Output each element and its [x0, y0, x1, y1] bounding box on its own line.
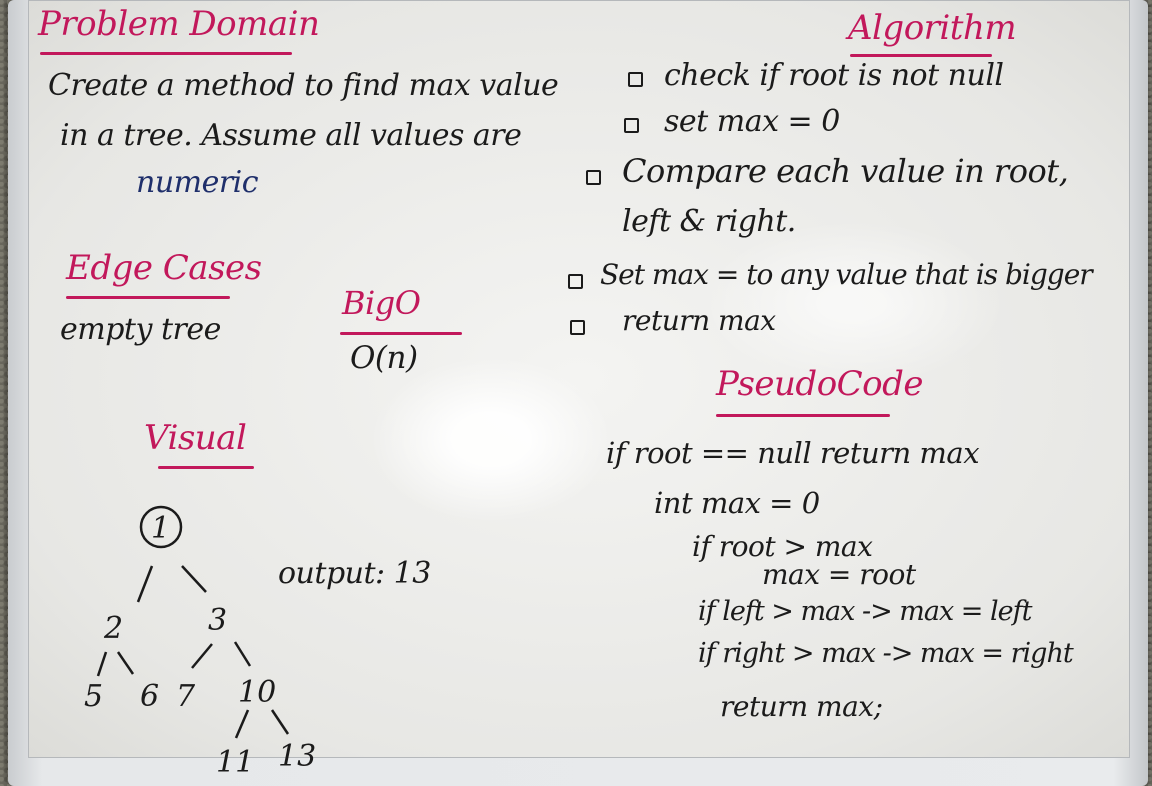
edge-3-10	[233, 641, 252, 667]
visual-output: output: 13	[278, 556, 431, 591]
step-2-checkbox	[624, 118, 639, 133]
step-5-checkbox	[570, 320, 585, 335]
tree-node-3: 3	[208, 603, 227, 638]
edge-case-1: empty tree	[60, 312, 221, 347]
algorithm-step-2: set max = 0	[664, 104, 840, 139]
edge-10-13	[270, 709, 290, 735]
tree-node-6: 6	[140, 679, 159, 714]
problem-line-2: in a tree. Assume all values are	[60, 118, 522, 153]
tree-node-7: 7	[176, 679, 196, 714]
pseudocode-heading: PseudoCode	[716, 364, 924, 404]
problem-line-3: numeric	[136, 165, 259, 200]
pseudo-line-3: if root > max	[692, 530, 873, 563]
problem-domain-underline	[40, 52, 292, 55]
problem-domain-heading: Problem Domain	[38, 4, 320, 44]
bigo-underline	[340, 332, 462, 335]
algorithm-step-4: Set max = to any value that is bigger	[600, 258, 1093, 291]
tree-node-11: 11	[216, 745, 254, 780]
edge-2-6	[116, 651, 135, 675]
algorithm-underline	[850, 54, 992, 57]
pseudo-line-5: if left > max -> max = left	[698, 596, 1032, 627]
algorithm-step-3: Compare each value in root,	[622, 152, 1069, 190]
pseudo-line-7: return max;	[720, 690, 883, 723]
visual-underline	[158, 466, 254, 469]
bigo-heading: BigO	[342, 284, 421, 322]
pseudocode-underline	[716, 414, 890, 417]
pseudo-line-1: if root == null return max	[606, 436, 980, 470]
tree-node-5: 5	[84, 679, 103, 714]
tree-node-13: 13	[278, 739, 316, 774]
tree-node-10: 10	[238, 675, 276, 710]
bigo-value: O(n)	[350, 340, 418, 376]
visual-heading: Visual	[144, 418, 247, 458]
edge-1-2	[136, 565, 154, 603]
edge-10-11	[234, 709, 250, 739]
pseudo-line-2: int max = 0	[654, 486, 820, 520]
algorithm-step-3-cont: left & right.	[622, 204, 796, 239]
algorithm-heading: Algorithm	[848, 8, 1017, 48]
algorithm-step-1: check if root is not null	[664, 58, 1004, 93]
algorithm-step-5: return max	[622, 304, 776, 337]
step-1-checkbox	[628, 72, 643, 87]
edge-cases-underline	[66, 296, 230, 299]
edge-3-7	[191, 643, 213, 669]
edge-cases-heading: Edge Cases	[66, 248, 262, 288]
pseudo-line-4: max = root	[762, 558, 916, 591]
edge-2-5	[96, 651, 108, 677]
edge-1-3	[181, 565, 207, 593]
step-3-checkbox	[586, 170, 601, 185]
tree-node-2: 2	[103, 611, 123, 646]
whiteboard-surface	[28, 0, 1130, 758]
root-node-circle	[139, 505, 183, 549]
tree-node-1: 1	[151, 511, 170, 546]
step-4-checkbox	[568, 274, 583, 289]
problem-line-1: Create a method to find max value	[48, 68, 559, 103]
pseudo-line-6: if right > max -> max = right	[698, 638, 1074, 669]
